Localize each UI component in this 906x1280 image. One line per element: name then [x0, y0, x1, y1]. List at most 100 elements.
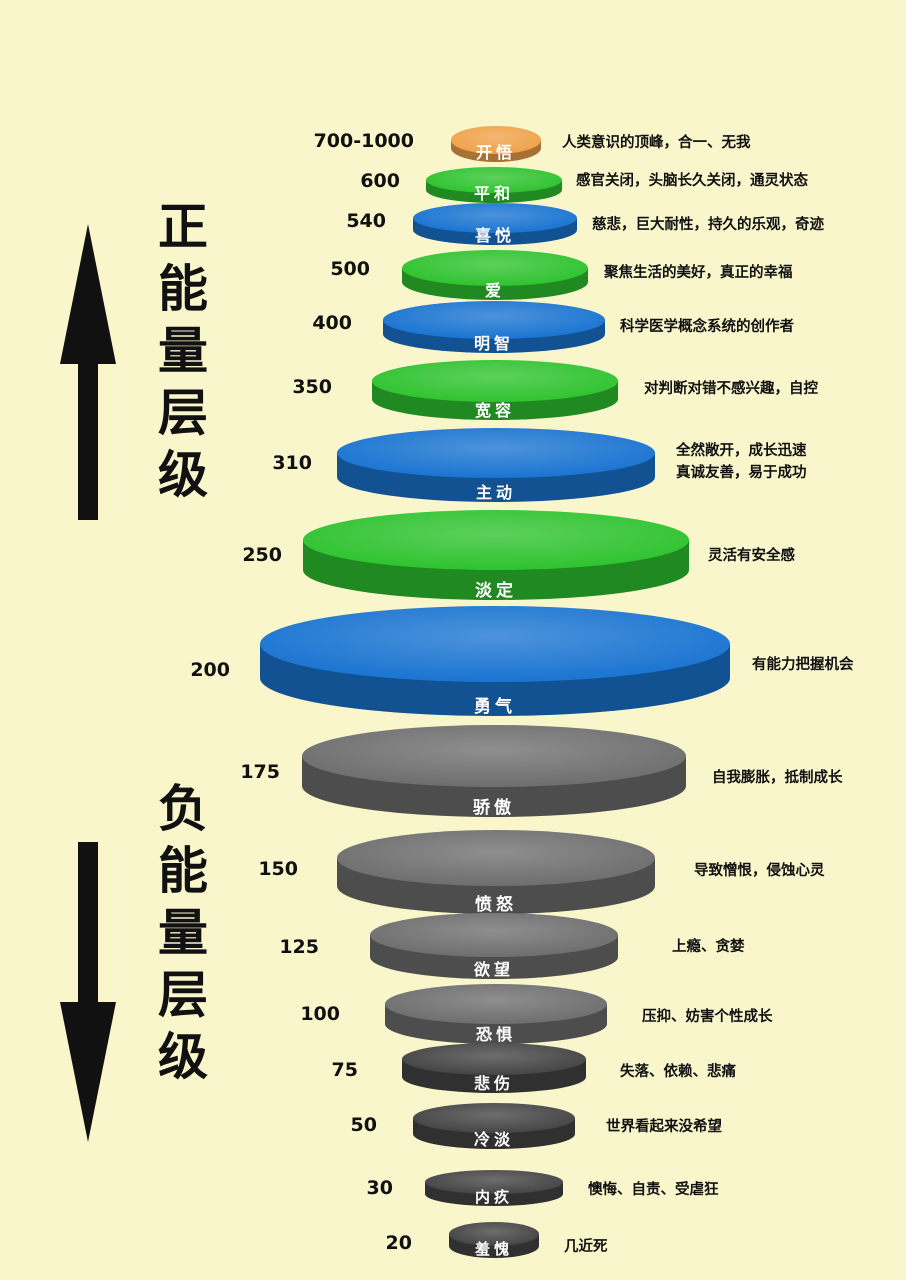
level-description: 世界看起来没希望	[606, 1116, 722, 1138]
level-value: 600	[360, 170, 400, 192]
level-description: 科学医学概念系统的创作者	[620, 316, 794, 338]
disc-label: 平和	[474, 184, 514, 203]
description-line: 科学医学概念系统的创作者	[620, 319, 794, 335]
disc-label: 主动	[476, 483, 516, 502]
arrow-up-icon	[60, 224, 116, 520]
disc-top	[337, 830, 655, 886]
description-line: 对判断对错不感兴趣，自控	[644, 381, 818, 397]
energy-disc: 淡定	[303, 510, 689, 601]
level-description: 失落、依赖、悲痛	[620, 1061, 736, 1083]
description-line: 世界看起来没希望	[606, 1119, 722, 1135]
disc-top	[302, 725, 686, 787]
title-char: 正	[158, 198, 208, 256]
level-description: 灵活有安全感	[708, 545, 795, 567]
disc-top	[303, 510, 689, 570]
level-description: 人类意识的顶峰，合一、无我	[562, 132, 751, 154]
disc-top	[402, 1043, 586, 1075]
energy-disc: 爱	[402, 250, 588, 300]
title-char: 层	[158, 384, 208, 442]
level-value: 540	[346, 210, 386, 232]
disc-top	[385, 984, 607, 1024]
energy-disc: 平和	[426, 167, 562, 203]
disc-top	[372, 360, 618, 402]
description-line: 几近死	[564, 1239, 608, 1255]
level-description: 几近死	[564, 1236, 608, 1258]
disc-label: 恐惧	[476, 1025, 516, 1044]
level-description: 导致憎恨，侵蚀心灵	[694, 860, 825, 882]
description-line: 压抑、妨害个性成长	[642, 1009, 773, 1025]
energy-disc: 恐惧	[385, 984, 607, 1044]
level-value: 150	[258, 858, 298, 880]
level-value: 75	[331, 1059, 358, 1081]
level-description: 全然敞开，成长迅速真诚友善，易于成功	[676, 440, 807, 484]
energy-disc: 明智	[383, 301, 605, 353]
disc-top	[383, 301, 605, 339]
energy-disc: 羞愧	[449, 1222, 539, 1258]
disc-label: 喜悦	[475, 226, 515, 245]
description-line: 懊悔、自责、受虐狂	[588, 1182, 719, 1198]
title-char: 能	[158, 842, 208, 900]
disc-top	[402, 250, 588, 286]
title-char: 能	[158, 260, 208, 318]
level-description: 有能力把握机会	[752, 654, 854, 676]
disc-label: 骄傲	[473, 797, 515, 818]
disc-top	[449, 1222, 539, 1246]
level-description: 聚焦生活的美好，真正的幸福	[604, 262, 793, 284]
disc-label: 羞愧	[474, 1240, 513, 1258]
energy-disc: 骄傲	[302, 725, 686, 818]
disc-label: 内疚	[475, 1188, 513, 1206]
title-char: 层	[158, 966, 208, 1024]
level-value: 350	[292, 376, 332, 398]
disc-label: 勇气	[474, 696, 516, 717]
description-line: 上瘾、贪婪	[672, 939, 745, 955]
disc-top	[337, 428, 655, 478]
energy-disc: 喜悦	[413, 203, 577, 245]
arrow-down-icon	[60, 842, 116, 1142]
description-line: 全然敞开，成长迅速	[676, 443, 807, 459]
energy-disc: 主动	[337, 428, 655, 502]
level-value: 400	[312, 312, 352, 334]
description-line: 慈悲，巨大耐性，持久的乐观，奇迹	[592, 217, 824, 233]
disc-label: 爱	[485, 281, 505, 300]
energy-disc: 悲伤	[402, 1043, 586, 1093]
disc-top	[413, 1103, 575, 1133]
level-value: 250	[242, 544, 282, 566]
level-value: 100	[300, 1003, 340, 1025]
energy-disc: 欲望	[370, 913, 618, 979]
level-description: 压抑、妨害个性成长	[642, 1006, 773, 1028]
energy-disc: 内疚	[425, 1170, 563, 1206]
disc-label: 明智	[474, 334, 514, 353]
negative-energy-title: 负 能 量 层 级	[148, 778, 218, 1088]
disc-top	[426, 167, 562, 193]
disc-top	[451, 126, 541, 154]
disc-label: 淡定	[475, 580, 517, 601]
level-value: 700-1000	[313, 130, 414, 152]
description-line: 真诚友善，易于成功	[676, 465, 807, 481]
level-value: 200	[190, 659, 230, 681]
title-char: 量	[158, 322, 208, 380]
disc-top	[260, 606, 730, 682]
disc-label: 开悟	[476, 143, 516, 162]
description-line: 有能力把握机会	[752, 657, 854, 673]
level-value: 20	[385, 1232, 412, 1254]
level-value: 175	[240, 761, 280, 783]
level-value: 125	[279, 936, 319, 958]
disc-top	[413, 203, 577, 233]
level-description: 感官关闭，头脑长久关闭，通灵状态	[576, 170, 808, 192]
level-value: 50	[350, 1114, 377, 1136]
disc-top	[370, 913, 618, 957]
energy-disc: 冷淡	[413, 1103, 575, 1149]
disc-label: 欲望	[473, 960, 514, 979]
level-description: 自我膨胀，抵制成长	[712, 767, 843, 789]
title-char: 级	[158, 446, 208, 504]
disc-label: 冷淡	[474, 1130, 514, 1149]
energy-disc: 宽容	[372, 360, 618, 420]
level-description: 上瘾、贪婪	[672, 936, 745, 958]
description-line: 自我膨胀，抵制成长	[712, 770, 843, 786]
disc-top	[425, 1170, 563, 1194]
level-value: 30	[366, 1177, 393, 1199]
energy-disc: 勇气	[260, 606, 730, 717]
level-value: 310	[272, 452, 312, 474]
